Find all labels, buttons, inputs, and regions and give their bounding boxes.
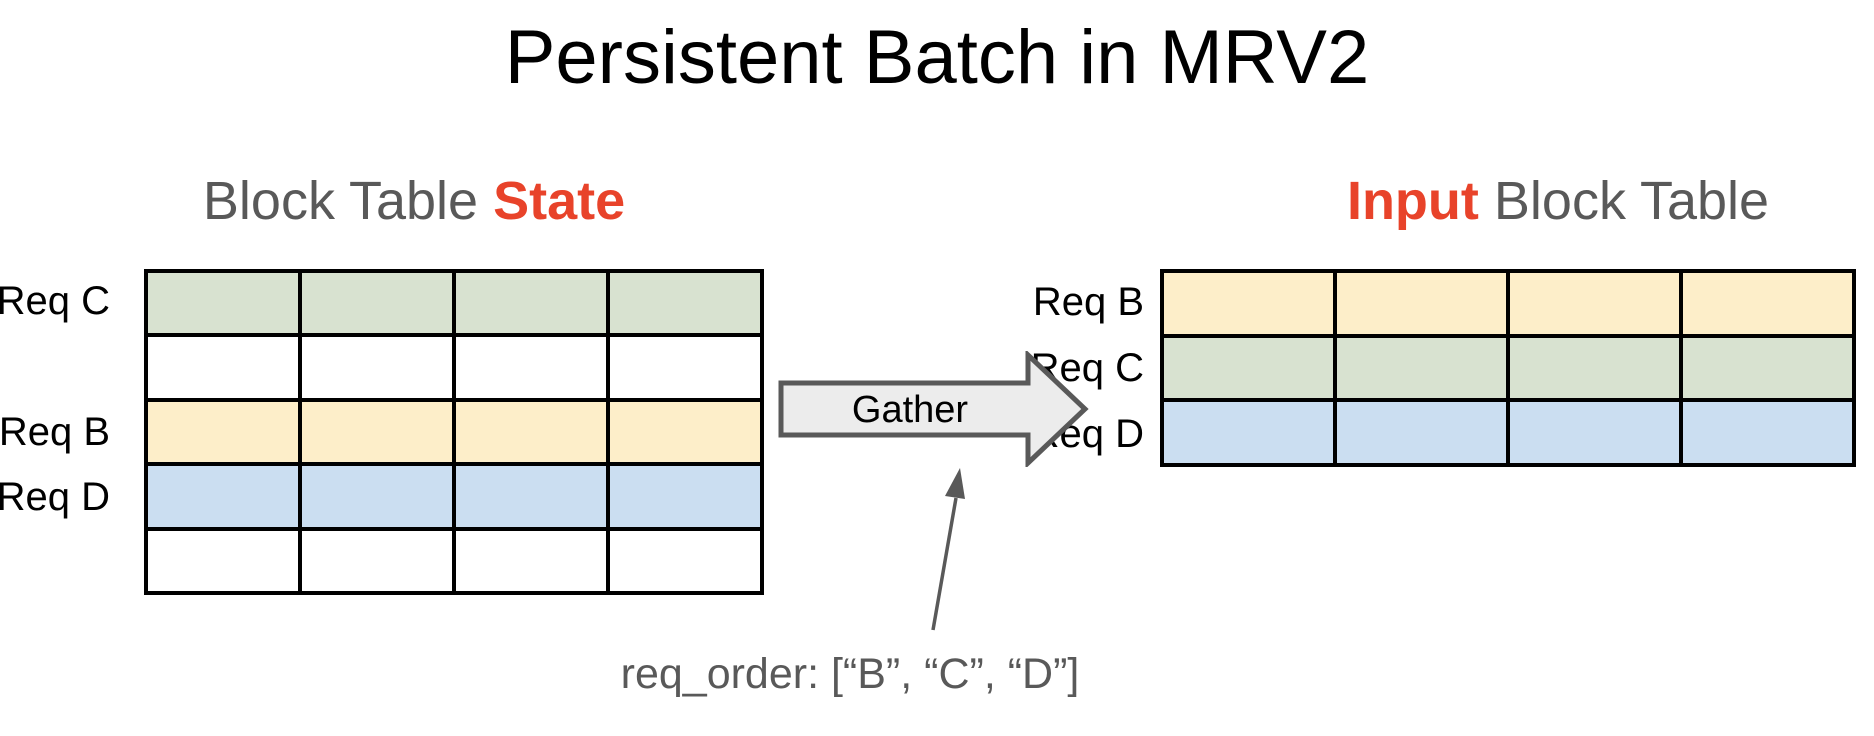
block-cell-yellow xyxy=(1681,271,1854,336)
block-cell-blue xyxy=(1162,400,1335,466)
slide-title: Persistent Batch in MRV2 xyxy=(504,15,1370,100)
row-label-empty xyxy=(0,530,112,595)
block-cell-yellow xyxy=(608,399,762,465)
row-label-empty xyxy=(0,334,112,399)
block-row xyxy=(146,335,762,400)
gather-arrow-icon xyxy=(778,351,1089,467)
block-cell-blue xyxy=(1335,400,1508,466)
block-cell-yellow xyxy=(300,399,454,465)
block-cell-white xyxy=(300,335,454,400)
pointer-arrow-line xyxy=(931,497,958,631)
state-table-title: Block Table State xyxy=(104,171,724,231)
block-cell-white xyxy=(608,335,762,400)
block-cell-green xyxy=(1681,335,1854,401)
row-label: Req D xyxy=(0,474,110,519)
state-table-title-prefix: Block Table xyxy=(202,171,494,231)
block-row xyxy=(1162,400,1854,466)
block-row xyxy=(146,528,762,594)
block-cell-white xyxy=(454,528,608,594)
block-row xyxy=(146,399,762,465)
block-cell-blue xyxy=(146,464,300,529)
input-table-title-suffix: Block Table xyxy=(1478,171,1770,231)
block-cell-white xyxy=(300,528,454,594)
gather-arrow-label: Gather xyxy=(851,388,969,431)
block-cell-yellow xyxy=(1335,271,1508,336)
state-block-table xyxy=(144,269,764,595)
block-row xyxy=(146,271,762,336)
block-cell-green xyxy=(608,271,762,336)
block-cell-blue xyxy=(454,464,608,529)
block-cell-yellow xyxy=(1508,271,1681,336)
pointer-arrow-head xyxy=(945,468,965,499)
block-row xyxy=(1162,335,1854,401)
block-row xyxy=(146,464,762,529)
block-cell-green xyxy=(1508,335,1681,401)
block-cell-white xyxy=(146,528,300,594)
block-cell-white xyxy=(146,335,300,400)
gather-arrow-shape xyxy=(778,351,1089,467)
block-cell-green xyxy=(300,271,454,336)
input-block-table xyxy=(1160,269,1856,467)
block-cell-blue xyxy=(1681,400,1854,466)
block-cell-white xyxy=(454,335,608,400)
block-cell-blue xyxy=(1508,400,1681,466)
block-cell-yellow xyxy=(454,399,608,465)
pointer-arrow-icon xyxy=(931,468,965,631)
block-cell-green xyxy=(146,271,300,336)
block-cell-blue xyxy=(300,464,454,529)
block-cell-green xyxy=(1162,335,1335,401)
block-cell-green xyxy=(1335,335,1508,401)
block-row xyxy=(1162,271,1854,336)
block-cell-blue xyxy=(608,464,762,529)
row-label: Req C xyxy=(0,279,110,324)
state-table-title-highlight: State xyxy=(493,171,626,231)
row-label: Req B xyxy=(0,409,110,454)
input-table-title: Input Block Table xyxy=(1208,171,1874,231)
state-table-row-labels: Req C Req B Req D xyxy=(0,269,112,595)
block-cell-white xyxy=(608,528,762,594)
block-cell-yellow xyxy=(146,399,300,465)
req-order-annotation: req_order: [“B”, “C”, “D”] xyxy=(620,650,1080,698)
block-cell-green xyxy=(454,271,608,336)
block-cell-yellow xyxy=(1162,271,1335,336)
input-table-title-highlight: Input xyxy=(1346,171,1479,231)
row-label: Req B xyxy=(1032,279,1144,324)
